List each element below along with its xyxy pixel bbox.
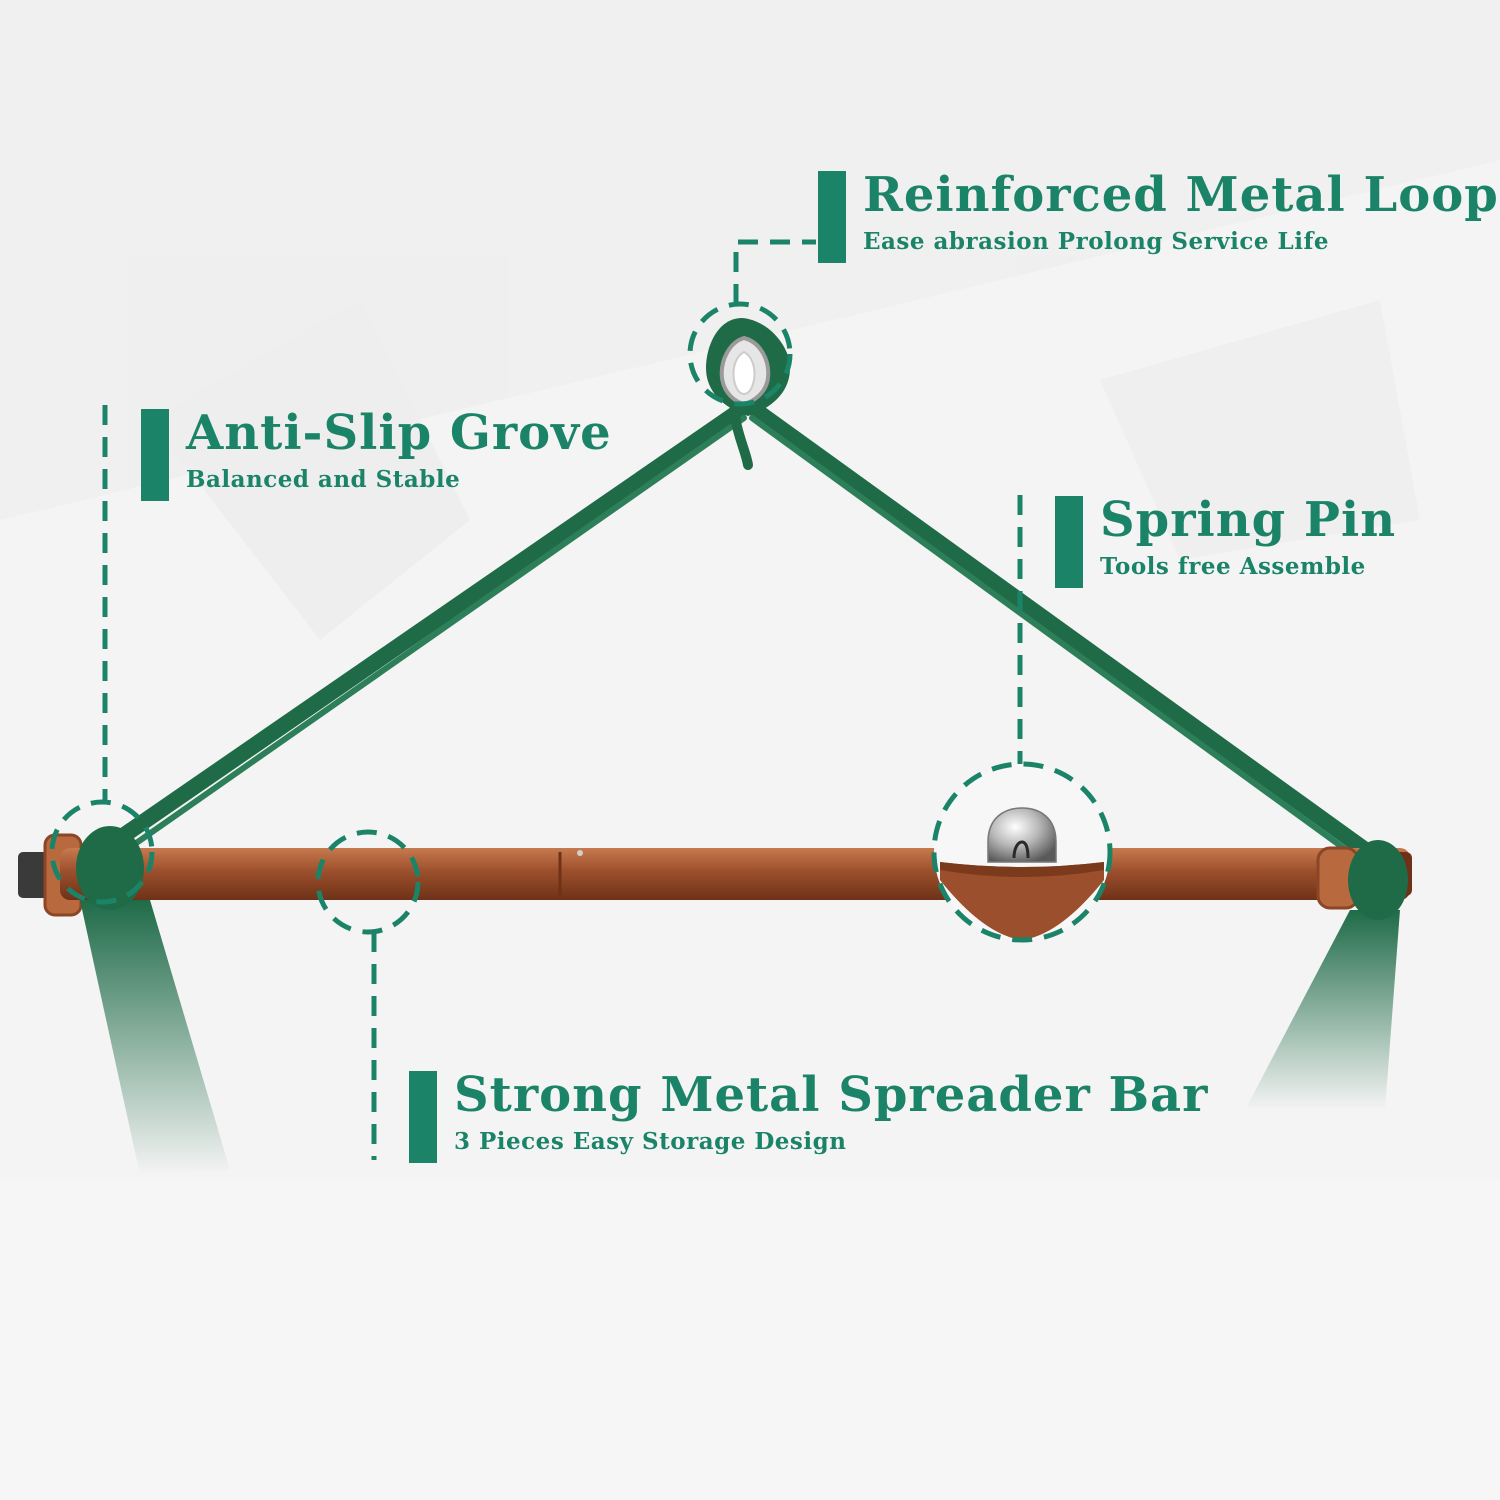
feature-title: Anti-Slip Grove <box>186 405 612 461</box>
accent-bar <box>409 1071 437 1163</box>
accent-bar <box>1055 496 1083 588</box>
rope-knots <box>76 826 1408 920</box>
callout-circle-anti-slip <box>49 799 155 905</box>
leader-line-metal-loop <box>733 239 816 304</box>
rope-tails <box>80 900 1400 1175</box>
callout-circle-metal-loop <box>687 301 793 407</box>
accent-bar <box>141 409 169 501</box>
accent-bar <box>818 171 846 263</box>
feature-subtitle: 3 Pieces Easy Storage Design <box>454 1128 847 1155</box>
feature-title: Strong Metal Spreader Bar <box>454 1067 1209 1123</box>
metal-loop-thimble <box>706 318 790 416</box>
feature-title: Reinforced Metal Loop <box>863 167 1499 223</box>
spreader-bar <box>18 833 1412 917</box>
feature-subtitle: Ease abrasion Prolong Service Life <box>863 228 1329 255</box>
feature-subtitle: Balanced and Stable <box>186 466 461 493</box>
spring-pin-magnifier <box>934 764 1110 940</box>
callout-leaders <box>49 239 1113 1160</box>
hanging-rope <box>112 393 1376 863</box>
feature-title: Spring Pin <box>1100 492 1397 548</box>
feature-subtitle: Tools free Assemble <box>1100 553 1366 580</box>
callout-circle-spring-pin <box>931 761 1113 943</box>
callout-circle-spreader-bar <box>315 829 421 935</box>
